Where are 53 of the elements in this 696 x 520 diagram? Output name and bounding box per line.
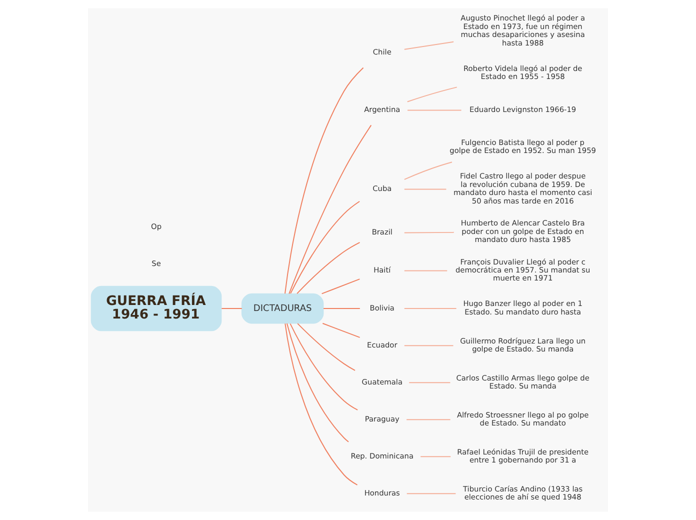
connector: [404, 41, 454, 50]
node-text: Brazil: [372, 228, 392, 237]
node-text: Rafael Leónidas Trujil de presidente entre 1 gobernando por 31 a: [457, 447, 589, 465]
connector: [286, 323, 349, 442]
connector: [406, 493, 456, 494]
node-text: Argentina: [364, 105, 400, 114]
node-text: Cuba: [372, 184, 392, 194]
connector: [404, 162, 452, 180]
connector: [404, 345, 454, 346]
node-text: François Duvalier Llegó al poder c democrática en 1957. Su mandat su muerte en 1971: [455, 257, 590, 283]
node-text: Guillermo Rodríguez Lara llego un golpe de Estado. Su manda: [460, 336, 586, 354]
node-box: DICTADURAS: [241, 293, 324, 324]
connector: [407, 110, 462, 111]
node-text: Eduardo Levignston 1966-19: [470, 105, 576, 114]
node-text: Haití: [374, 266, 391, 275]
connector: [297, 323, 356, 371]
connector: [221, 308, 242, 310]
node-text: Op: [151, 222, 162, 231]
connector: [404, 232, 454, 234]
node-text: Se: [152, 258, 161, 268]
node-text: Paraguay: [364, 414, 400, 424]
node-text: Hugo Banzer llego al poder en 1 Estado. Su mandato duro hasta: [463, 299, 582, 316]
connector: [290, 323, 358, 410]
connector: [406, 419, 451, 420]
node-text: Roberto Videla llegó al poder de Estado en 1955 - 1958: [463, 64, 582, 82]
connector: [323, 308, 360, 310]
connector: [296, 242, 360, 294]
node-text: Ecuador: [367, 340, 398, 350]
node-box: GUERRA FRÍA 1946 - 1991: [90, 286, 222, 332]
connector: [290, 200, 360, 294]
connector: [420, 456, 452, 458]
connector: [321, 278, 360, 294]
connector: [406, 86, 458, 102]
node-text: Rep. Dominicana: [350, 451, 414, 460]
node-text: Carlos Castillo Armas llego golpe de Estado. Su manda: [456, 373, 590, 391]
node-text: Augusto Pinochet llegó al poder a Estado en 1973, fue un régimen muchas desapariciones y asesina hasta 1988: [460, 14, 586, 48]
connector: [404, 188, 447, 190]
node-text: Guatemala: [362, 377, 402, 386]
connector: [288, 124, 372, 294]
connector: [284, 67, 364, 294]
connector: [404, 308, 457, 310]
node-text: Honduras: [364, 488, 400, 498]
connector: [322, 322, 360, 338]
node-text: Bolivia: [370, 303, 394, 312]
connector: [284, 323, 358, 486]
connector: [408, 382, 451, 384]
node-text: Alfredo Stroessner llego al po golpe de Estado. Su mandato: [456, 410, 589, 428]
node-text: Fulgencio Batista llego al poder p golpe de Estado en 1952. Su man 1959: [450, 138, 596, 156]
node-text: Chile: [372, 47, 392, 56]
node-text: Fidel Castro llego al poder despue la revolución cubana de 1959. De mandato duro hasta el momento casi 50 años mas tarde en 2016: [453, 172, 592, 206]
node-text: Tiburcio Carías Andino (1933 las elecciones de ahí se qued 1948: [463, 484, 583, 502]
node-text: Humberto de Alencar Castelo Bra poder con un golpe de Estado en mandato duro hasta 1985: [460, 218, 585, 244]
connector: [404, 270, 448, 272]
